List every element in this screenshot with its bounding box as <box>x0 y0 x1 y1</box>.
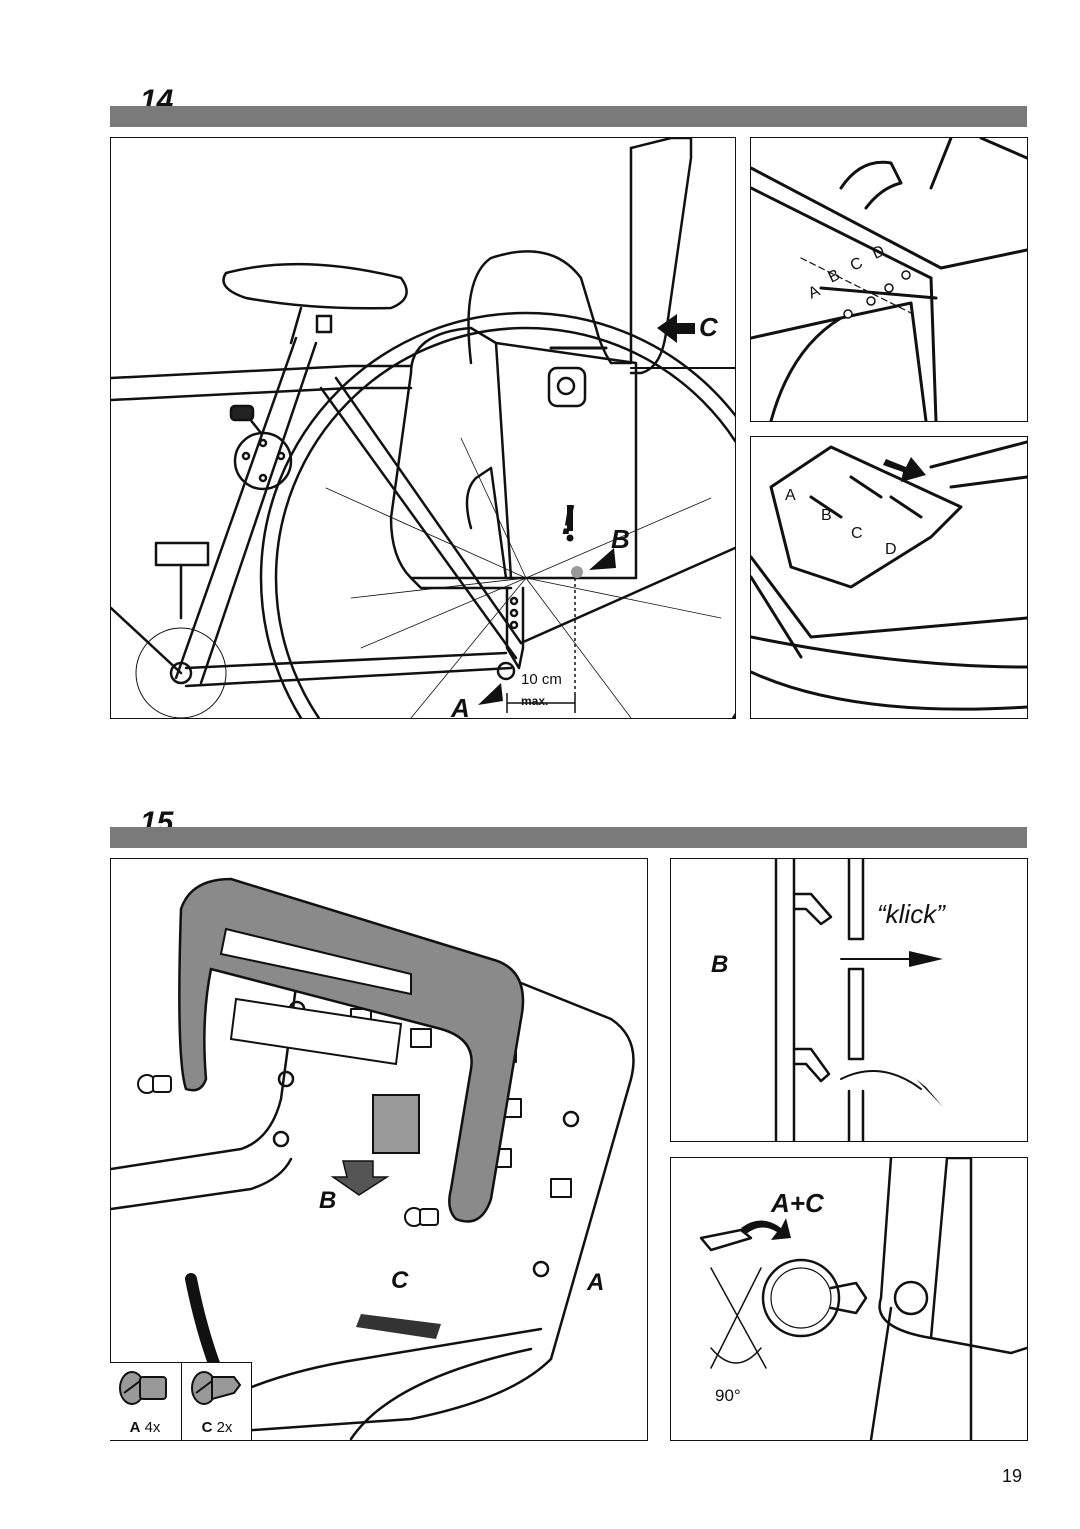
legend-cell-a: A 4x <box>110 1363 180 1440</box>
coin-lock-drawing <box>699 1158 1027 1440</box>
label-b: B <box>611 524 630 554</box>
step-15-main-illustration: B C A <box>110 858 648 1441</box>
measure-max: max. <box>521 694 549 708</box>
label-b: B <box>319 1187 337 1214</box>
clamp-letter-c: C <box>851 525 863 542</box>
backrest-attach-drawing <box>111 877 635 1440</box>
klick-sound: “klick” <box>877 899 945 929</box>
screw-legend: A 4x C 2x <box>110 1362 252 1440</box>
click-label-b: B <box>711 951 729 978</box>
snap-hook-drawing <box>774 859 943 1141</box>
step-14-detail-top: A B C D <box>750 137 1028 422</box>
legend-qty-c: 2x <box>216 1419 233 1436</box>
label-c: C <box>699 312 718 342</box>
page-number: 19 <box>1001 1466 1022 1486</box>
measure-value: 10 cm <box>521 671 562 688</box>
legend-letter-c: C <box>201 1419 213 1436</box>
clamp-letter-d: D <box>885 541 897 558</box>
step-15-bar <box>110 827 1027 848</box>
lock-label: A+C <box>771 1188 824 1218</box>
legend-cell-c: C 2x <box>181 1363 252 1440</box>
screw-a-icon <box>119 1371 167 1405</box>
step-14-bar <box>110 106 1027 127</box>
step-15-click-detail: “klick” B <box>670 858 1028 1142</box>
screw-c-icon <box>191 1371 242 1405</box>
rack-position-holes-drawing <box>751 138 1027 421</box>
step-15-lock-detail: A+C 90° <box>670 1157 1028 1441</box>
rotation-angle: 90° <box>715 1386 741 1405</box>
step-14-detail-bottom: A B C D <box>750 436 1028 719</box>
label-a: A <box>587 1269 605 1296</box>
clamp-letter-b: B <box>821 507 832 524</box>
warning-mark: ! <box>561 496 575 543</box>
step-14-main-illustration: C ! B A 10 cm max. <box>110 137 736 719</box>
label-a: A <box>451 693 470 719</box>
clamp-slide-drawing <box>751 440 1027 711</box>
legend-qty-a: 4x <box>144 1419 161 1436</box>
bike-seat-mount-drawing <box>111 138 735 718</box>
clamp-letter-a: A <box>785 487 796 504</box>
legend-letter-a: A <box>129 1419 141 1436</box>
label-c: C <box>391 1267 409 1294</box>
